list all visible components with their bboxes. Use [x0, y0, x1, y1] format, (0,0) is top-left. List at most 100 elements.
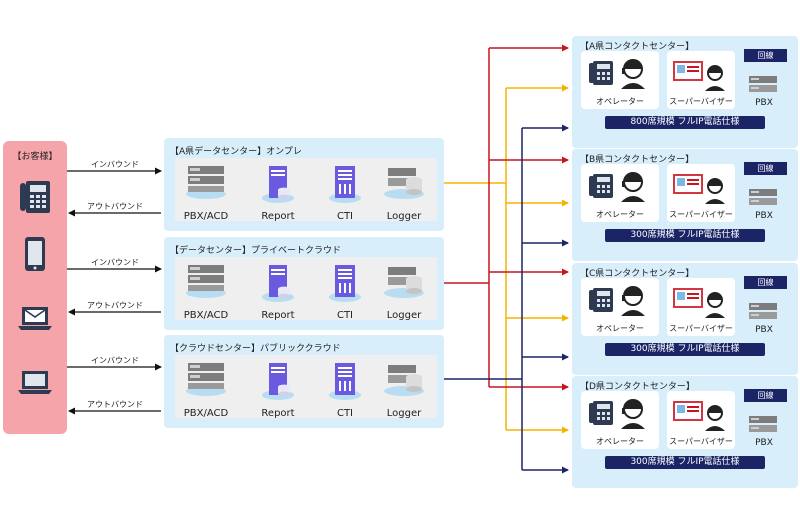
operator-label: オペレーター: [596, 324, 644, 333]
equipment-label: Report: [261, 211, 295, 222]
arrow-label: インバウンド: [91, 160, 139, 169]
capacity-label: 300席規模 フルIP電話仕様: [605, 456, 765, 469]
contact-center-title: 【B県コンタクトセンター】: [580, 155, 695, 165]
operator-box: オペレーター: [581, 391, 659, 449]
report-equipment: Report: [248, 164, 308, 222]
arrow-label: アウトバウンド: [87, 202, 143, 211]
operator-icon: [589, 172, 645, 202]
capacity-label: 300席規模 フルIP電話仕様: [605, 229, 765, 242]
pbx-server-icon: [186, 265, 226, 298]
cti-equipment: CTI: [315, 263, 375, 321]
contact-center-title: 【D県コンタクトセンター】: [580, 382, 695, 392]
supervisor-label: スーパーバイザー: [669, 437, 733, 446]
pbx-label: PBX: [755, 98, 773, 108]
supervisor-box: スーパーバイザー: [667, 51, 735, 109]
operator-label: オペレーター: [596, 437, 644, 446]
logger-equipment: Logger: [374, 361, 434, 419]
logger-server-icon: [384, 365, 424, 396]
report-server-icon: [262, 166, 294, 203]
arrow-label: アウトバウンド: [87, 400, 143, 409]
cti-equipment: CTI: [315, 361, 375, 419]
pbx-acd-equipment: PBX/ACD: [176, 361, 236, 419]
line-badge: 回線: [744, 276, 787, 289]
datacenter-title: 【A県データセンター】オンプレ: [170, 147, 302, 157]
pbx-server-icon: [186, 363, 226, 396]
line-badge: 回線: [744, 49, 787, 62]
supervisor-icon: [673, 61, 725, 91]
equipment-area: PBX/ACD Report CTI: [175, 257, 437, 321]
pbx-acd-equipment: PBX/ACD: [176, 164, 236, 222]
operator-box: オペレーター: [581, 278, 659, 336]
pbx-server-icon: [186, 166, 226, 199]
logger-equipment: Logger: [374, 263, 434, 321]
customer-title: 【お客様】: [12, 152, 58, 162]
supervisor-icon: [673, 401, 725, 431]
equipment-label: PBX/ACD: [183, 408, 229, 419]
operator-icon: [589, 59, 645, 89]
pbx-icon: [749, 189, 777, 205]
supervisor-icon: [673, 174, 725, 204]
pbx-label: PBX: [755, 438, 773, 448]
pbx-label: PBX: [755, 325, 773, 335]
equipment-label: PBX/ACD: [183, 310, 229, 321]
equipment-label: CTI: [336, 408, 354, 419]
operator-label: オペレーター: [596, 97, 644, 106]
pbx-icon: [749, 76, 777, 92]
logger-server-icon: [384, 168, 424, 199]
arrow-label: アウトバウンド: [87, 301, 143, 310]
logger-equipment: Logger: [374, 164, 434, 222]
operator-box: オペレーター: [581, 51, 659, 109]
datacenter-private-cloud: 【データセンター】プライベートクラウド PBX/ACD Report: [164, 237, 444, 330]
contact-center-title: 【C県コンタクトセンター】: [580, 269, 695, 279]
capacity-label: 800席規模 フルIP電話仕様: [605, 116, 765, 129]
phone-icon: [17, 177, 53, 217]
contact-center-a: 【A県コンタクトセンター】 オペレーター スーパーバイザー 回線 PB: [572, 36, 798, 148]
supervisor-label: スーパーバイザー: [669, 97, 733, 106]
supervisor-label: スーパーバイザー: [669, 324, 733, 333]
supervisor-label: スーパーバイザー: [669, 210, 733, 219]
cti-server-icon: [329, 265, 361, 302]
arrow-label: インバウンド: [91, 258, 139, 267]
equipment-area: PBX/ACD Report CTI: [175, 355, 437, 419]
equipment-label: CTI: [336, 310, 354, 321]
contact-center-b: 【B県コンタクトセンター】 オペレーター スーパーバイザー 回線 PB: [572, 149, 798, 261]
arrow-label: インバウンド: [91, 356, 139, 365]
line-badge: 回線: [744, 389, 787, 402]
cti-server-icon: [329, 166, 361, 203]
logger-server-icon: [384, 267, 424, 298]
equipment-label: PBX/ACD: [183, 211, 229, 222]
datacenter-public-cloud: 【クラウドセンター】パブリッククラウド PBX/ACD Report: [164, 335, 444, 428]
line-badge: 回線: [744, 162, 787, 175]
equipment-label: CTI: [336, 211, 354, 222]
datacenter-onpremise: 【A県データセンター】オンプレ PBX/ACD Report: [164, 138, 444, 231]
equipment-label: Report: [261, 408, 295, 419]
datacenter-title: 【クラウドセンター】パブリッククラウド: [170, 344, 341, 354]
datacenter-title: 【データセンター】プライベートクラウド: [170, 246, 342, 256]
supervisor-box: スーパーバイザー: [667, 164, 735, 222]
capacity-label: 300席規模 フルIP電話仕様: [605, 343, 765, 356]
supervisor-box: スーパーバイザー: [667, 278, 735, 336]
contact-center-title: 【A県コンタクトセンター】: [580, 42, 695, 52]
contact-center-d: 【D県コンタクトセンター】 オペレーター スーパーバイザー 回線 PB: [572, 376, 798, 488]
pbx-label: PBX: [755, 211, 773, 221]
pbx-icon: [749, 416, 777, 432]
operator-icon: [589, 286, 645, 316]
equipment-label: Logger: [386, 211, 422, 222]
supervisor-box: スーパーバイザー: [667, 391, 735, 449]
equipment-label: Report: [261, 310, 295, 321]
operator-label: オペレーター: [596, 210, 644, 219]
cti-server-icon: [329, 363, 361, 400]
equipment-area: PBX/ACD Report CTI: [175, 158, 437, 222]
mail-icon: [17, 299, 53, 339]
report-server-icon: [262, 265, 294, 302]
operator-box: オペレーター: [581, 164, 659, 222]
report-equipment: Report: [248, 263, 308, 321]
report-equipment: Report: [248, 361, 308, 419]
operator-icon: [589, 399, 645, 429]
contact-center-c: 【C県コンタクトセンター】 オペレーター スーパーバイザー 回線 PB: [572, 263, 798, 375]
laptop-icon: [17, 363, 53, 403]
pbx-acd-equipment: PBX/ACD: [176, 263, 236, 321]
cti-equipment: CTI: [315, 164, 375, 222]
equipment-label: Logger: [386, 310, 422, 321]
equipment-label: Logger: [386, 408, 422, 419]
